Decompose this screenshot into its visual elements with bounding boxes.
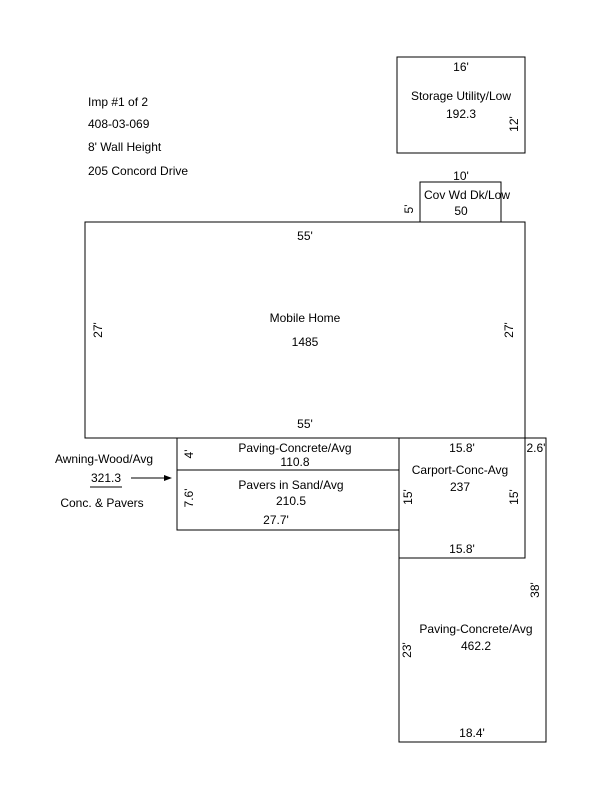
paving-large-outline — [398, 437, 547, 743]
carport-label: Carport-Conc-Avg — [412, 463, 508, 477]
deck-depth-dim: 5' — [402, 205, 416, 214]
carport-top-dim: 15.8' — [449, 441, 475, 455]
carport-area: 237 — [450, 480, 470, 494]
paving-large-right-dim: 38' — [528, 582, 542, 598]
paving-large-corner-dim: 2.6' — [527, 441, 546, 455]
home-bottom-dim: 55' — [297, 417, 313, 431]
paving-small-area: 110.8 — [280, 455, 309, 469]
deck-area: 50 — [454, 204, 468, 218]
pavers-depth-dim: 7.6' — [182, 489, 196, 508]
awning-area: 321.3 — [91, 471, 121, 485]
deck-width-dim: 10' — [453, 169, 469, 183]
awning-label: Awning-Wood/Avg — [55, 452, 153, 466]
paving-small-label: Paving-Concrete/Avg — [238, 441, 351, 455]
paving-large-area: 462.2 — [461, 639, 491, 653]
pavers-area: 210.5 — [276, 494, 306, 508]
paving-large-bottom-dim: 18.4' — [459, 726, 485, 740]
carport-left-dim: 15' — [401, 489, 415, 505]
paving-small-depth-dim: 4' — [182, 450, 196, 459]
carport-right-dim: 15' — [507, 489, 521, 505]
carport-bottom-dim: 15.8' — [449, 542, 475, 556]
storage-width-dim: 16' — [453, 60, 469, 74]
awning-arrow-head — [164, 475, 172, 481]
home-right-dim: 27' — [502, 322, 516, 338]
home-left-dim: 27' — [91, 322, 105, 338]
address: 205 Concord Drive — [88, 164, 188, 178]
storage-depth-dim: 12' — [507, 116, 521, 132]
paving-large-left-dim: 23' — [400, 642, 414, 658]
storage-utility-outline — [396, 56, 526, 154]
storage-area: 192.3 — [446, 107, 476, 121]
deck-label: Cov Wd Dk/Low — [424, 188, 510, 202]
storage-label: Storage Utility/Low — [411, 89, 511, 103]
parcel-number: 408-03-069 — [88, 117, 150, 131]
pavers-width-dim: 27.7' — [263, 513, 289, 527]
home-label: Mobile Home — [270, 311, 341, 325]
wall-height: 8' Wall Height — [88, 140, 162, 154]
imp-number: Imp #1 of 2 — [88, 95, 148, 109]
home-area: 1485 — [292, 335, 319, 349]
home-top-dim: 55' — [297, 229, 313, 243]
carport-outline — [398, 437, 526, 559]
mobile-home-outline — [84, 221, 526, 439]
pavers-label: Pavers in Sand/Avg — [238, 478, 343, 492]
awning-note: Conc. & Pavers — [60, 496, 143, 510]
paving-large-label: Paving-Concrete/Avg — [419, 622, 532, 636]
